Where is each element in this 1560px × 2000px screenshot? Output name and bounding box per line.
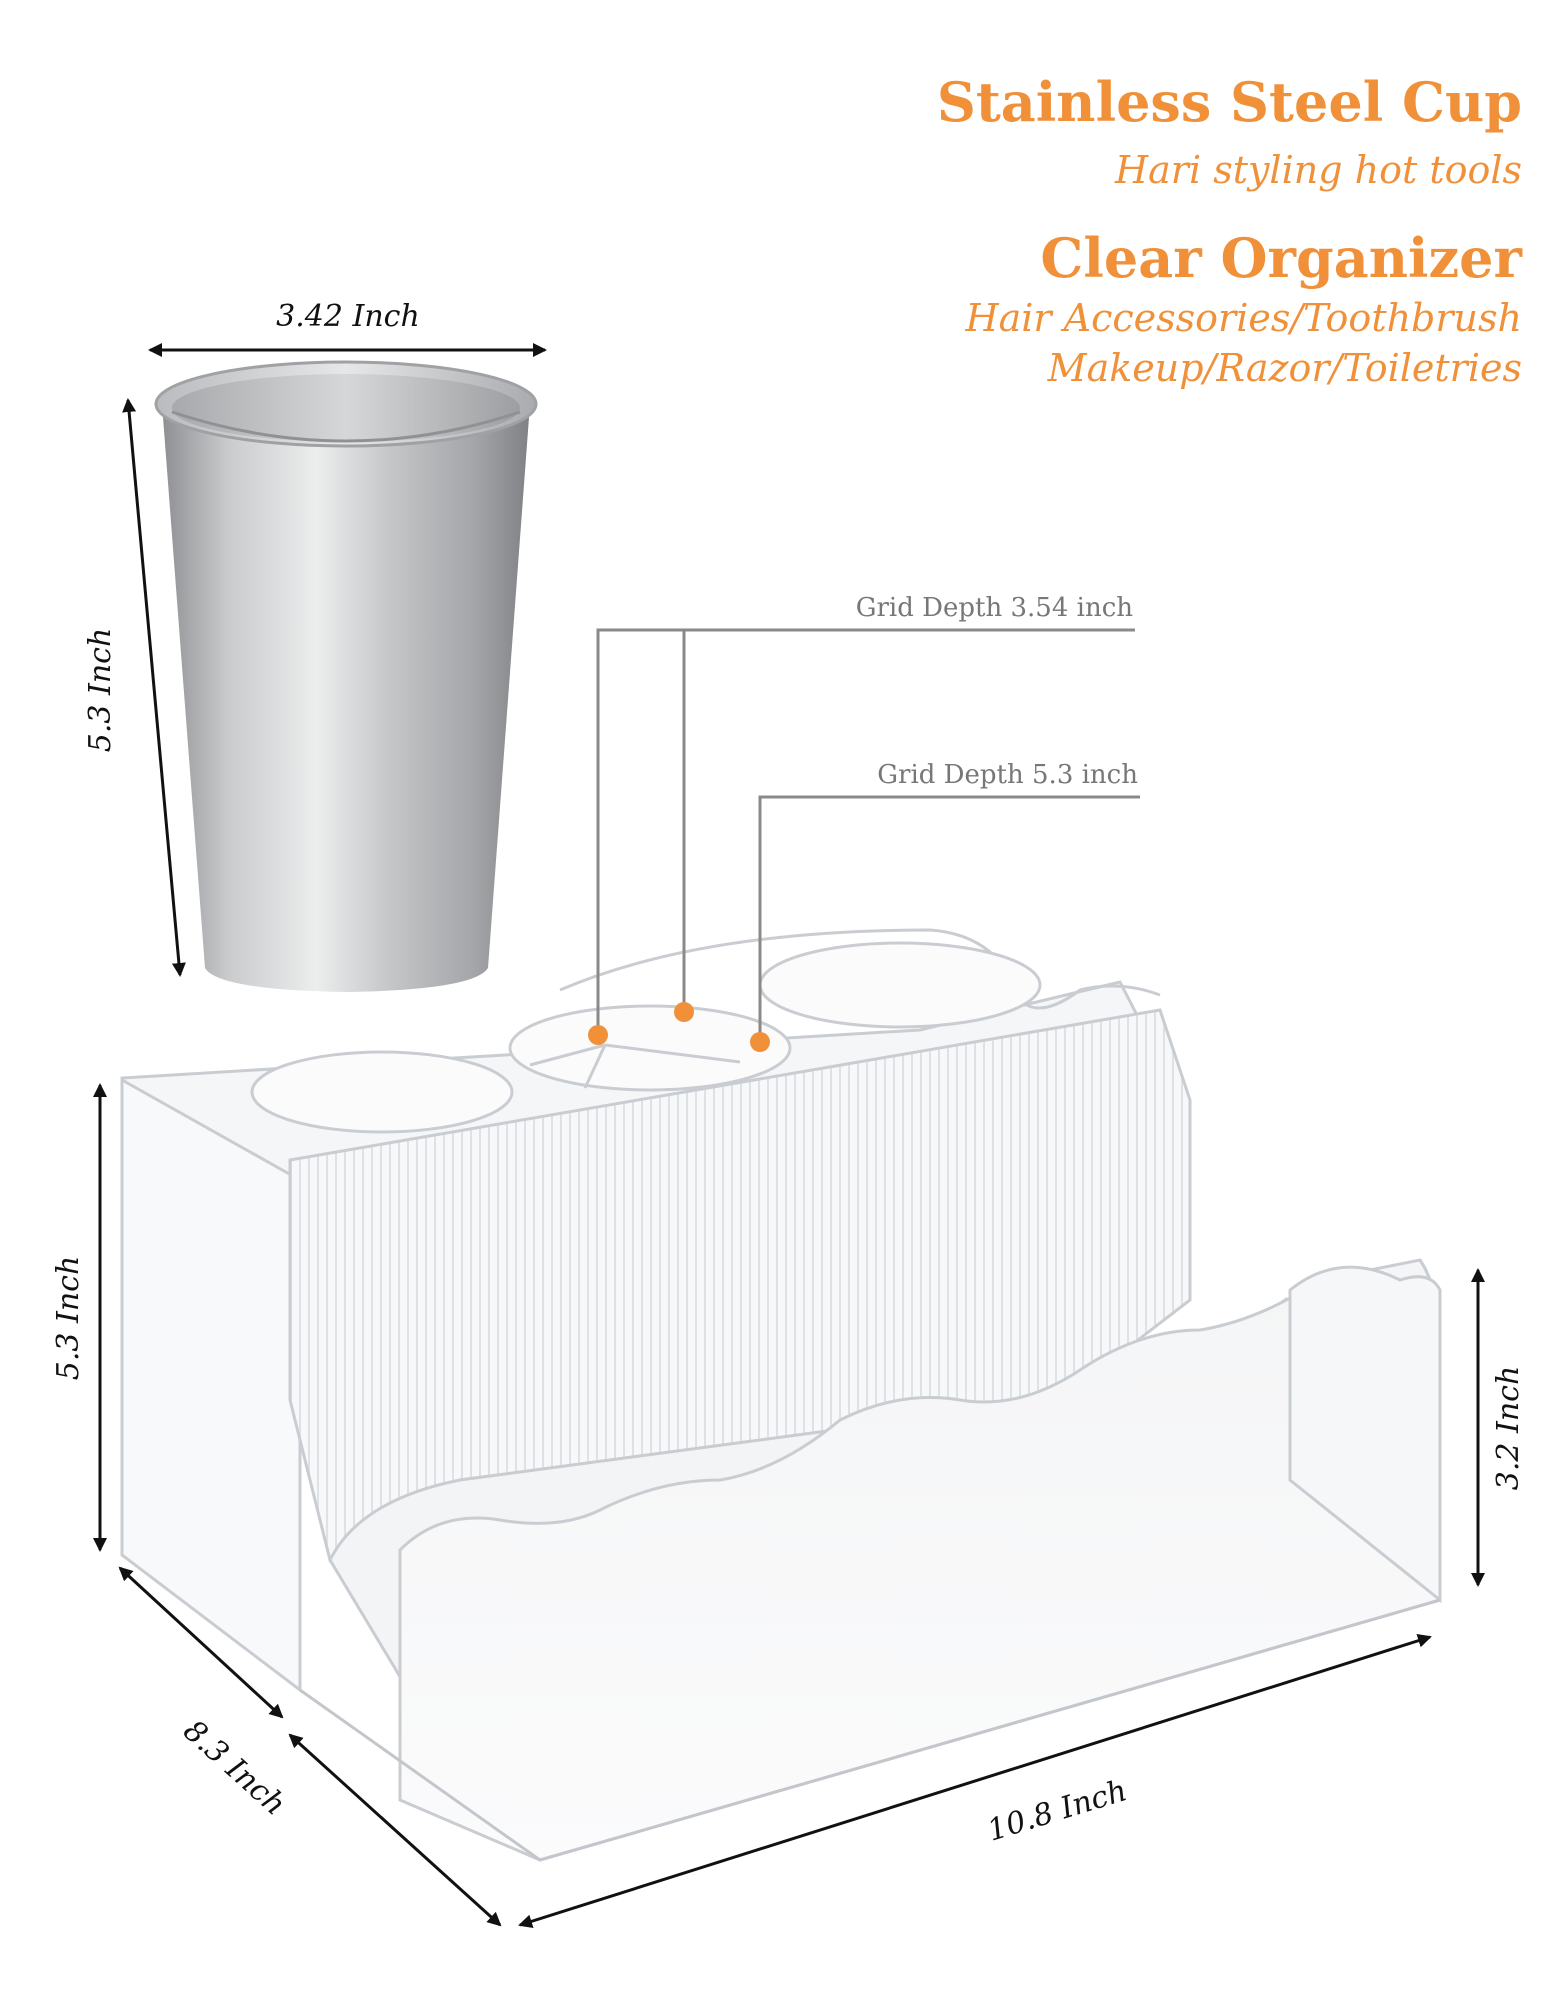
length-arrow xyxy=(518,1633,1432,1929)
grid-dividers xyxy=(529,1043,741,1089)
organizer-title: Clear Organizer xyxy=(1040,226,1522,290)
depth-arrow-upper xyxy=(118,1566,284,1719)
organizer-height-label: 5.3 Inch xyxy=(51,1256,86,1381)
cup-title: Stainless Steel Cup xyxy=(936,70,1522,134)
organizer-subtitle-line1: Hair Accessories/Toothbrush xyxy=(965,296,1522,340)
steel-cup xyxy=(154,360,538,992)
grid-marker-3 xyxy=(750,1032,770,1052)
organizer-subtitle-line2: Makeup/Razor/Toiletries xyxy=(1047,346,1522,390)
cup-height-label: 5.3 Inch xyxy=(83,628,118,753)
cup-subtitle: Hari styling hot tools xyxy=(1115,148,1522,192)
cup-width-label: 3.42 Inch xyxy=(276,299,420,334)
organizer-hole-divided xyxy=(508,1004,792,1092)
length-label: 10.8 Inch xyxy=(983,1773,1131,1848)
callout-grid-depth-shallow: Grid Depth 3.54 inch xyxy=(856,593,1134,623)
depth-arrow-lower xyxy=(288,1733,502,1927)
front-height-label: 3.2 Inch xyxy=(1491,1366,1526,1491)
grid-marker-1 xyxy=(588,1025,608,1045)
organizer-hole-left xyxy=(250,1050,514,1134)
depth-label: 8.3 Inch xyxy=(176,1713,292,1822)
grid-marker-2 xyxy=(674,1002,694,1022)
callout-grid-depth-deep: Grid Depth 5.3 inch xyxy=(877,760,1138,790)
cup-height-arrow xyxy=(122,398,186,977)
callout-lines xyxy=(596,628,1140,1042)
organizer-hole-right xyxy=(758,941,1042,1029)
